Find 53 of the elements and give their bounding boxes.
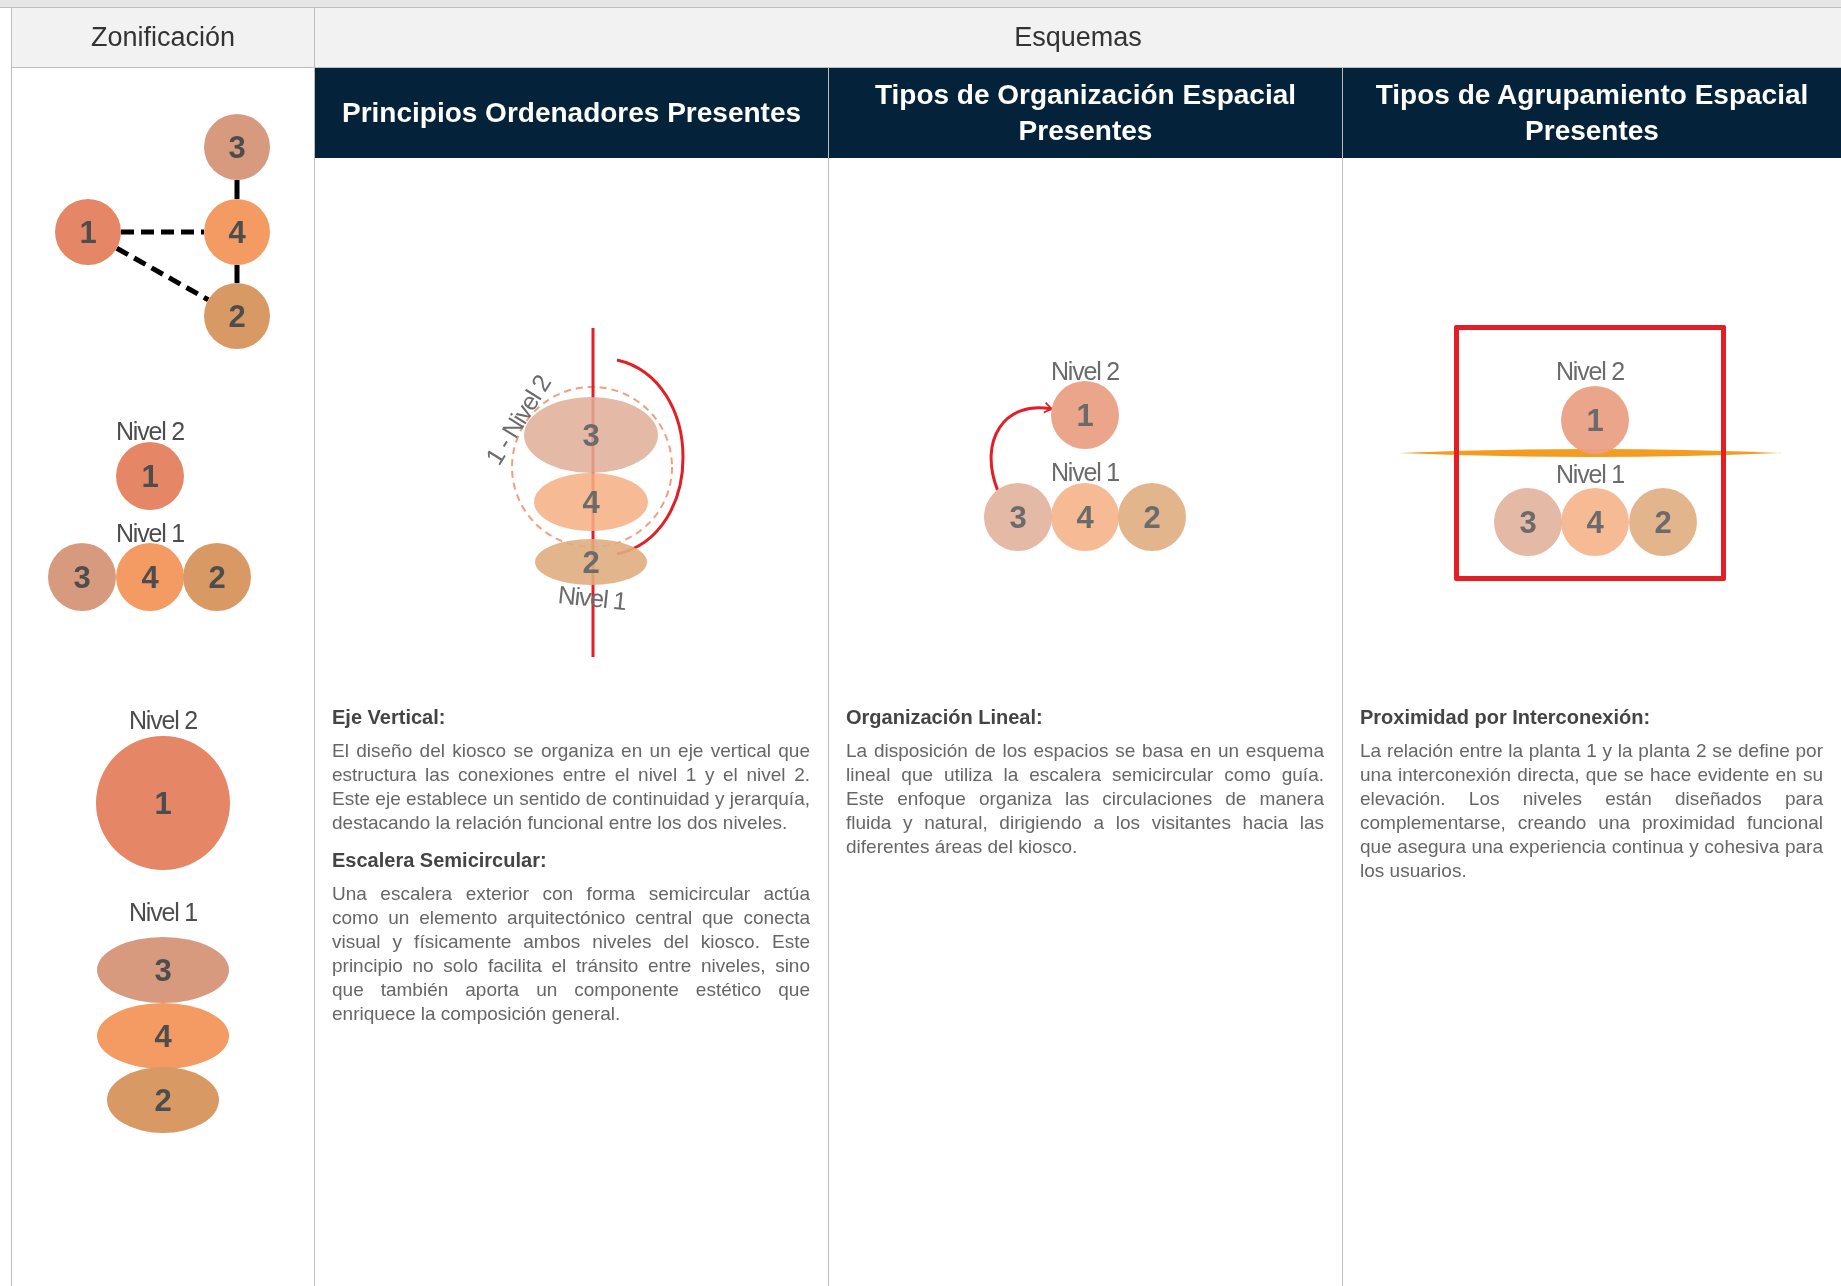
number-ellipse [534, 473, 648, 531]
number-ellipse [535, 539, 647, 585]
zone-number: 3 [154, 954, 172, 986]
zone-number: 1 [1586, 404, 1604, 436]
zone-number: 2 [1143, 501, 1161, 533]
zone-number: 3 [228, 131, 246, 163]
description-text: Una escalera exterior con forma semicircular actúa como un elemento arquitectónico central que conecta visual y físicamente ambos niveles del kiosco. Este principio no solo facilita el tránsito entre niveles, sino que también aporta un componente estético que enriquece la composición general. [332, 882, 810, 1026]
level-label: Nivel 2 [116, 418, 184, 444]
zone-number: 3 [1009, 501, 1027, 533]
level-label: Nivel 1 [556, 582, 628, 614]
zone-number: 4 [1076, 501, 1094, 533]
level-label: Nivel 2 [129, 707, 197, 733]
column-header: Tipos de Organización Espacial Presentes [829, 68, 1343, 158]
level-label: Nivel 1 [116, 520, 184, 546]
level-label: Nivel 2 [1556, 358, 1624, 384]
zone-number: 1 [154, 787, 172, 819]
column-header: Zonificación [12, 8, 315, 68]
zone-number: 2 [208, 561, 226, 593]
section-title: Organización Lineal: [846, 706, 1043, 729]
description-text: El diseño del kiosco se organiza en un eje vertical que estructura las conexiones entre el nivel 1 y el nivel 2. Este eje establece un sentido de continuidad y jerarquía, destacando la relación funcional entre los dos niveles. [332, 739, 810, 835]
level-label: Nivel 1 [1051, 459, 1119, 485]
zone-number: 2 [1654, 506, 1672, 538]
grouping-frame [1454, 325, 1726, 581]
zone-number: 4 [1586, 506, 1604, 538]
column-header: Principios Ordenadores Presentes [315, 68, 829, 158]
column-header: Esquemas [315, 8, 1841, 68]
zone-number: 2 [154, 1084, 172, 1116]
zone-number: 4 [582, 486, 600, 518]
description-text: La disposición de los espacios se basa en un esquema lineal que utiliza la escalera semicircular como guía. Este enfoque organiza las circulaciones de manera fluida y natural, dirigiendo a los visitantes hacia las diferentes áreas del kiosco. [846, 739, 1324, 859]
zone-number: 4 [154, 1020, 172, 1052]
zone-number: 1 [141, 460, 159, 492]
zone-number: 1 [1076, 399, 1094, 431]
level-label: Nivel 1 [1556, 461, 1624, 487]
section-title: Proximidad por Interconexión: [1360, 706, 1651, 729]
zone-number: 4 [228, 216, 246, 248]
level-label: Nivel 2 [1051, 358, 1119, 384]
level-label: Nivel 1 [129, 899, 197, 925]
zone-number: 2 [228, 300, 246, 332]
section-title: Escalera Semicircular: [332, 849, 547, 872]
description-text: La relación entre la planta 1 y la planta 2 se define por una interconexión directa, que se hace evidente en su elevación. Los niveles están diseñados para complementarse, creando una proximidad funcional que asegura una experiencia continua y cohesiva para los usuarios. [1360, 739, 1823, 883]
zone-number: 3 [582, 419, 600, 451]
zone-number: 2 [582, 546, 600, 578]
column-header: Tipos de Agrupamiento Espacial Presentes [1343, 68, 1841, 158]
zone-number: 3 [73, 561, 91, 593]
section-title: Eje Vertical: [332, 706, 446, 729]
connector-line [989, 402, 1053, 491]
zone-number: 3 [1519, 506, 1537, 538]
zone-number: 4 [141, 561, 159, 593]
connector-line [115, 246, 210, 302]
connector-line [234, 180, 240, 199]
connector-line [121, 229, 204, 235]
connector-line [234, 265, 240, 283]
zone-number: 1 [79, 216, 97, 248]
